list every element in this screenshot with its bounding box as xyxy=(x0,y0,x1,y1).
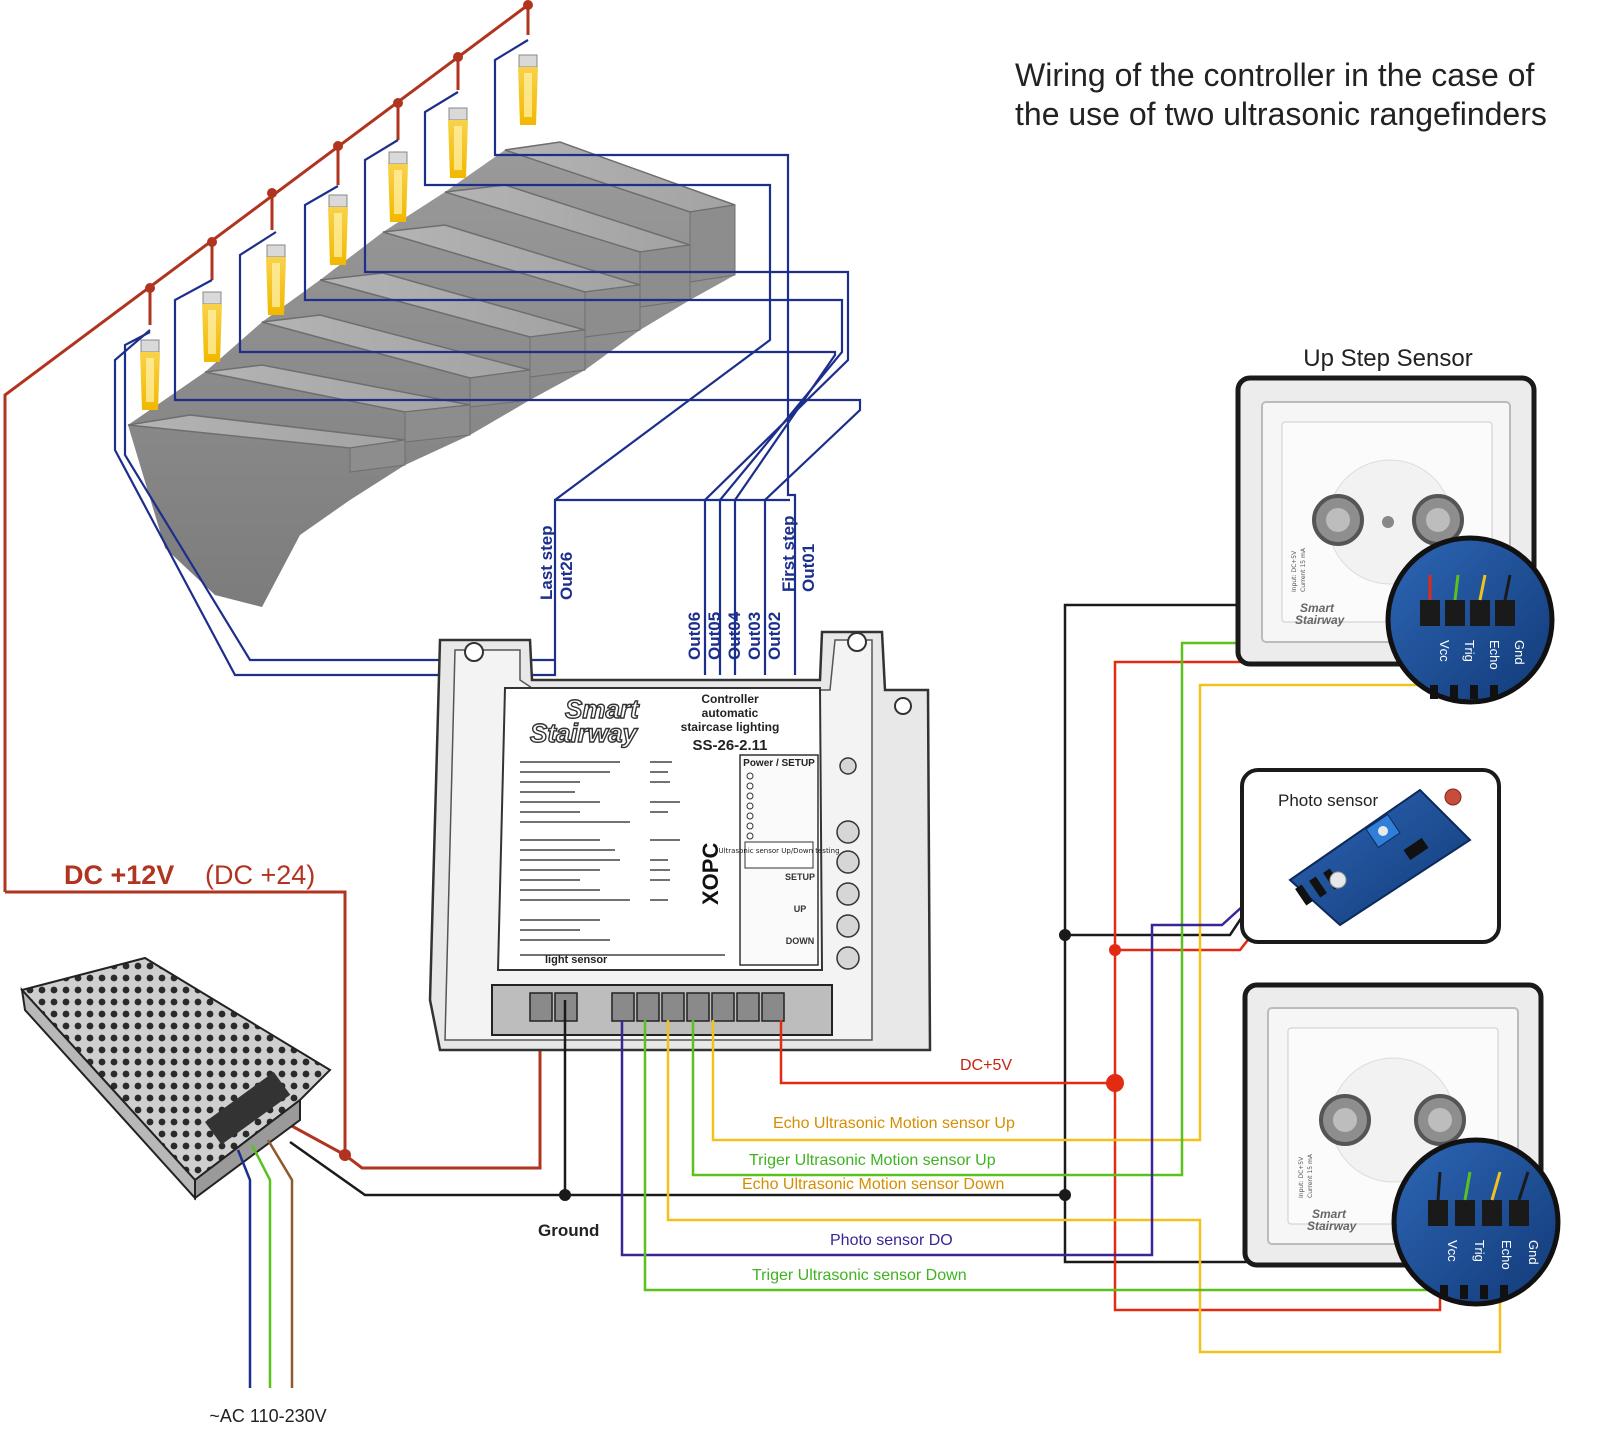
dc-rail-wires xyxy=(3,3,542,1170)
label-out26: Out26 xyxy=(557,552,576,600)
photoresistor-icon xyxy=(1444,788,1462,806)
ground-nodes xyxy=(559,929,1071,1201)
controller-brand-line-2: Stairway xyxy=(530,718,638,748)
dc5v-node xyxy=(1109,944,1121,956)
label-out05: Out05 xyxy=(705,612,724,660)
dc5v-label: DC+5V xyxy=(960,1057,1012,1074)
pin-label-trig: Trig xyxy=(1462,640,1477,662)
label-out01: Out01 xyxy=(799,544,818,592)
dc5v-node xyxy=(1106,1074,1124,1092)
lamp-icon xyxy=(140,339,160,410)
lamp-icon xyxy=(518,54,538,125)
label-echo-down: Echo Ultrasonic Motion sensor Down xyxy=(742,1176,1004,1193)
controller-leds xyxy=(746,772,754,840)
output-wires xyxy=(113,39,862,677)
photo-sensor-label: Photo sensor xyxy=(1278,791,1379,810)
label-out02: Out02 xyxy=(765,612,784,660)
up-sensor-current: Current 15 mA xyxy=(1300,547,1307,592)
ac-label: ~AC 110-230V xyxy=(209,1406,326,1426)
label-out06: Out06 xyxy=(685,612,704,660)
title-line-2: the use of two ultrasonic rangefinders xyxy=(1015,96,1547,132)
down-step-sensor: Smart Stairway Input: DC+5V Current 15 m… xyxy=(1242,982,1561,1307)
title-line-1: Wiring of the controller in the case of xyxy=(1015,57,1534,93)
ac-wires xyxy=(236,1139,294,1388)
ground-label: Ground xyxy=(538,1221,599,1240)
lamps xyxy=(140,54,538,410)
up-sensor-brand-1: Smart xyxy=(1300,601,1335,615)
controller-desc-line-1: Controller xyxy=(701,692,759,706)
label-echo-up: Echo Ultrasonic Motion sensor Up xyxy=(773,1115,1015,1132)
controller-panel-title: Power / SETUP xyxy=(743,758,815,769)
label-out03: Out03 xyxy=(745,612,764,660)
pin-label-gnd: Gnd xyxy=(1512,640,1527,665)
dc-voltage-label: DC +12V xyxy=(64,860,174,890)
controller-brand-line-1: Smart xyxy=(565,694,640,724)
controller-xopc: XOPC xyxy=(698,843,723,905)
controller-box: Smart Stairway Controller automatic stai… xyxy=(428,630,932,1052)
staircase xyxy=(127,141,736,607)
lamp-icon xyxy=(266,244,286,315)
controller-light-sensor: light sensor xyxy=(545,954,608,966)
lamp-icon xyxy=(202,291,222,362)
controller-model: SS-26-2.11 xyxy=(692,737,767,754)
controller-spec-lines xyxy=(520,761,725,956)
stair-steps xyxy=(127,141,736,449)
down-sensor-brand-2: Stairway xyxy=(1307,1219,1358,1233)
controller-down-button-label: DOWN xyxy=(786,936,815,946)
label-out04: Out04 xyxy=(725,611,744,660)
lamp-icon xyxy=(448,107,468,178)
photo-sensor: Photo sensor xyxy=(1240,768,1501,944)
controller-up-button-label: UP xyxy=(794,904,807,914)
stair-risers xyxy=(349,204,736,473)
label-last-step: Last step xyxy=(537,525,556,600)
terminal-blocks xyxy=(529,992,785,1022)
dc-rail-nodes xyxy=(145,0,533,1161)
controller-buttons xyxy=(836,757,860,970)
dc-voltage-alt-label: (DC +24) xyxy=(205,860,315,890)
controller-setup-button-label: SETUP xyxy=(785,872,815,882)
pin-label-trig: Trig xyxy=(1472,1240,1487,1262)
up-sensor-label: Up Step Sensor xyxy=(1303,345,1472,372)
stair-side xyxy=(128,150,735,607)
controller-desc-line-2: automatic xyxy=(702,706,759,720)
up-sensor-brand-2: Stairway xyxy=(1295,613,1346,627)
label-first-step: First step xyxy=(779,515,798,592)
down-sensor-brand-1: Smart xyxy=(1312,1207,1347,1221)
output-labels: Last step Out26 First step Out01 Out06 O… xyxy=(537,515,818,660)
pin-label-vcc: Vcc xyxy=(1445,1240,1460,1262)
down-sensor-input: Input: DC+5V xyxy=(1298,1156,1305,1198)
label-trig-up: Triger Ultrasonic Motion sensor Up xyxy=(749,1152,996,1169)
down-sensor-current: Current 15 mA xyxy=(1307,1153,1314,1198)
up-sensor-input: Input: DC+5V xyxy=(1291,550,1298,592)
photo-do-wire xyxy=(620,894,1256,1257)
label-photo-do: Photo sensor DO xyxy=(830,1232,953,1249)
pin-label-echo: Echo xyxy=(1499,1240,1514,1270)
pin-label-vcc: Vcc xyxy=(1437,640,1452,662)
up-step-sensor: Smart Stairway Input: DC+5V Current 15 m… xyxy=(1235,375,1555,705)
lamp-icon xyxy=(388,151,408,222)
lamp-icon xyxy=(328,194,348,265)
pin-label-gnd: Gnd xyxy=(1526,1240,1541,1265)
controller-desc-line-3: staircase lighting xyxy=(681,720,780,734)
controller-ultrasonic-box: Ultrasonic sensor Up/Down testing xyxy=(718,847,839,855)
pin-label-echo: Echo xyxy=(1487,640,1502,670)
power-supply xyxy=(20,956,332,1201)
label-trig-down: Triger Ultrasonic sensor Down xyxy=(752,1267,967,1284)
